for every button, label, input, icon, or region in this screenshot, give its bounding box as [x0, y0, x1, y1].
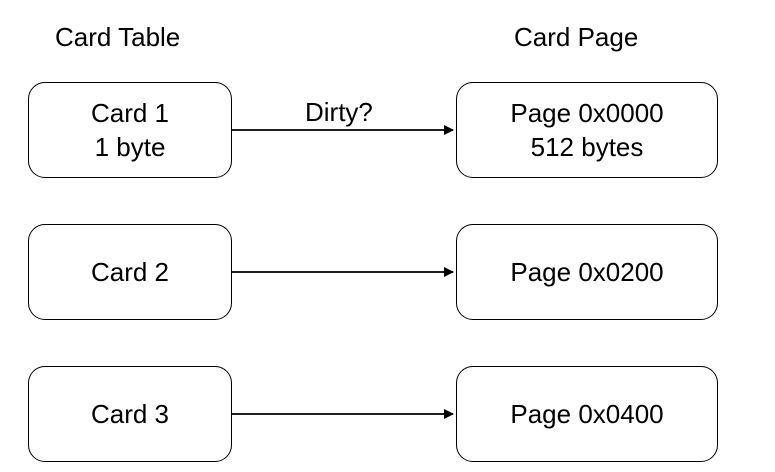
card-1-size: 1 byte — [94, 132, 166, 162]
page-0x0400-title: Page 0x0400 — [510, 399, 664, 429]
card-2-title: Card 2 — [90, 257, 170, 287]
card-2-box: Card 2 — [28, 224, 232, 320]
card-table-heading: Card Table — [55, 22, 181, 52]
dirty-check-label: Dirty? — [305, 97, 373, 127]
page-0x0200-box: Page 0x0200 — [456, 224, 718, 320]
page-0x0000-size: 512 bytes — [530, 132, 644, 162]
page-0x0000-box: Page 0x0000 512 bytes — [456, 82, 718, 178]
page-0x0200-title: Page 0x0200 — [510, 257, 664, 287]
page-0x0400-box: Page 0x0400 — [456, 366, 718, 462]
card-1-box: Card 1 1 byte — [28, 82, 232, 178]
card-3-box: Card 3 — [28, 366, 232, 462]
card-1-title: Card 1 — [90, 98, 170, 128]
card-page-heading: Card Page — [514, 22, 639, 52]
card-3-title: Card 3 — [90, 399, 170, 429]
page-0x0000-title: Page 0x0000 — [510, 98, 664, 128]
